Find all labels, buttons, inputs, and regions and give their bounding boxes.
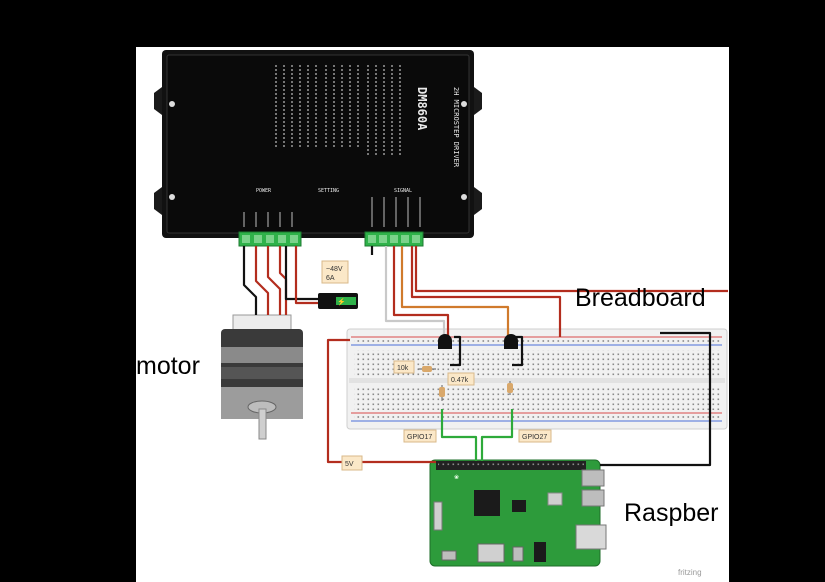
rail-holes (354, 339, 720, 343)
driver-section-signal: SIGNAL (394, 188, 412, 194)
wires (242, 246, 728, 467)
psu-voltage-label: ~48V (326, 266, 343, 273)
power-port (441, 550, 457, 561)
wire-signal-red (410, 246, 562, 337)
tag-gpio27: GPIO27 (518, 429, 552, 443)
tag-gpio17: GPIO17 (403, 429, 437, 443)
psu-current-label: 6A (326, 275, 335, 282)
driver-section-power: POWER (256, 188, 272, 194)
resistor-3 (439, 385, 445, 401)
usb-chip (512, 500, 526, 512)
driver-model: DM860A (415, 87, 429, 131)
stepper-motor (221, 314, 303, 440)
lightning-icon: ⚡ (337, 297, 346, 306)
raspberry-pi-board: ❀ (429, 459, 607, 567)
audio-jack (547, 492, 563, 506)
tag-r2-text: 0.47k (451, 377, 469, 384)
motor-connector (232, 314, 292, 332)
wiring-diagram: DM860A 2H MICROSTEP DRIVER POWER SETTING… (136, 47, 729, 582)
wire-coil-red (254, 246, 270, 315)
raspberry-pi-label: Raspber (624, 499, 719, 527)
wire-psu-red (294, 246, 318, 305)
pin-labels (243, 197, 421, 227)
wire-ground (600, 331, 712, 467)
tag-r1-text: 10k (397, 365, 409, 372)
tag-gpio27-text: GPIO27 (522, 434, 547, 441)
driver-subtitle: 2H MICROSTEP DRIVER (452, 87, 460, 168)
signal-terminal-block[interactable] (364, 231, 424, 247)
hole-grid (354, 350, 720, 376)
wire-gpio27 (480, 409, 514, 461)
transistor-2 (504, 334, 518, 349)
gpio-pins (438, 463, 584, 468)
mount-ear (154, 187, 162, 215)
wire-5v (326, 338, 436, 464)
mount-hole (461, 101, 467, 107)
ethernet-port (575, 524, 607, 550)
mount-ear (154, 87, 162, 115)
usb-port (581, 469, 605, 487)
raspberry-logo-icon: ❀ (454, 474, 459, 481)
wire-breadboard-power (414, 246, 728, 293)
center-channel (349, 378, 725, 383)
wire-signal-white (384, 246, 446, 342)
wire-coil-black (242, 246, 258, 315)
wire-coil-red (266, 246, 282, 315)
mount-hole (169, 101, 175, 107)
wire-transistor-black (512, 335, 524, 367)
spec-table (275, 65, 401, 157)
resistor-2 (507, 381, 513, 395)
mount-hole (461, 194, 467, 200)
motor-shaft (258, 408, 267, 440)
wire-transistor-black (450, 335, 462, 367)
hdmi-port (477, 543, 505, 563)
mount-ear (474, 87, 482, 115)
motor-label: motor (136, 352, 200, 380)
breadboard-label: Breadboard (575, 284, 706, 312)
sd-slot (433, 501, 443, 531)
rail-holes (354, 415, 720, 419)
usb-port (581, 489, 605, 507)
power-supply-jack: ⚡ (318, 293, 358, 309)
tag-r1: 10k (393, 360, 415, 374)
micro-usb-port (512, 546, 524, 562)
stepper-driver: DM860A 2H MICROSTEP DRIVER POWER SETTING… (154, 50, 482, 238)
psu-tag: ~48V 6A (321, 260, 349, 284)
fritzing-watermark: fritzing (678, 568, 702, 577)
tag-r2: 0.47k (447, 372, 475, 386)
hole-grid (354, 386, 720, 410)
tag-gpio17-text: GPIO17 (407, 434, 432, 441)
resistor-1 (418, 366, 436, 372)
wire-signal-red (392, 246, 450, 342)
wire-psu-black (284, 246, 318, 301)
driver-section-setting: SETTING (318, 188, 339, 194)
soc-chip (474, 490, 500, 516)
camera-connector (534, 542, 546, 562)
transistor-1 (438, 334, 452, 349)
mount-hole (169, 194, 175, 200)
breadboard (346, 328, 728, 430)
tag-5v-text: 5V (345, 461, 354, 468)
tag-5v: 5V (341, 455, 363, 471)
wire-signal-orange (400, 246, 510, 343)
mount-ear (474, 187, 482, 215)
power-terminal-block[interactable] (238, 231, 302, 247)
wire-gpio17 (440, 409, 478, 461)
